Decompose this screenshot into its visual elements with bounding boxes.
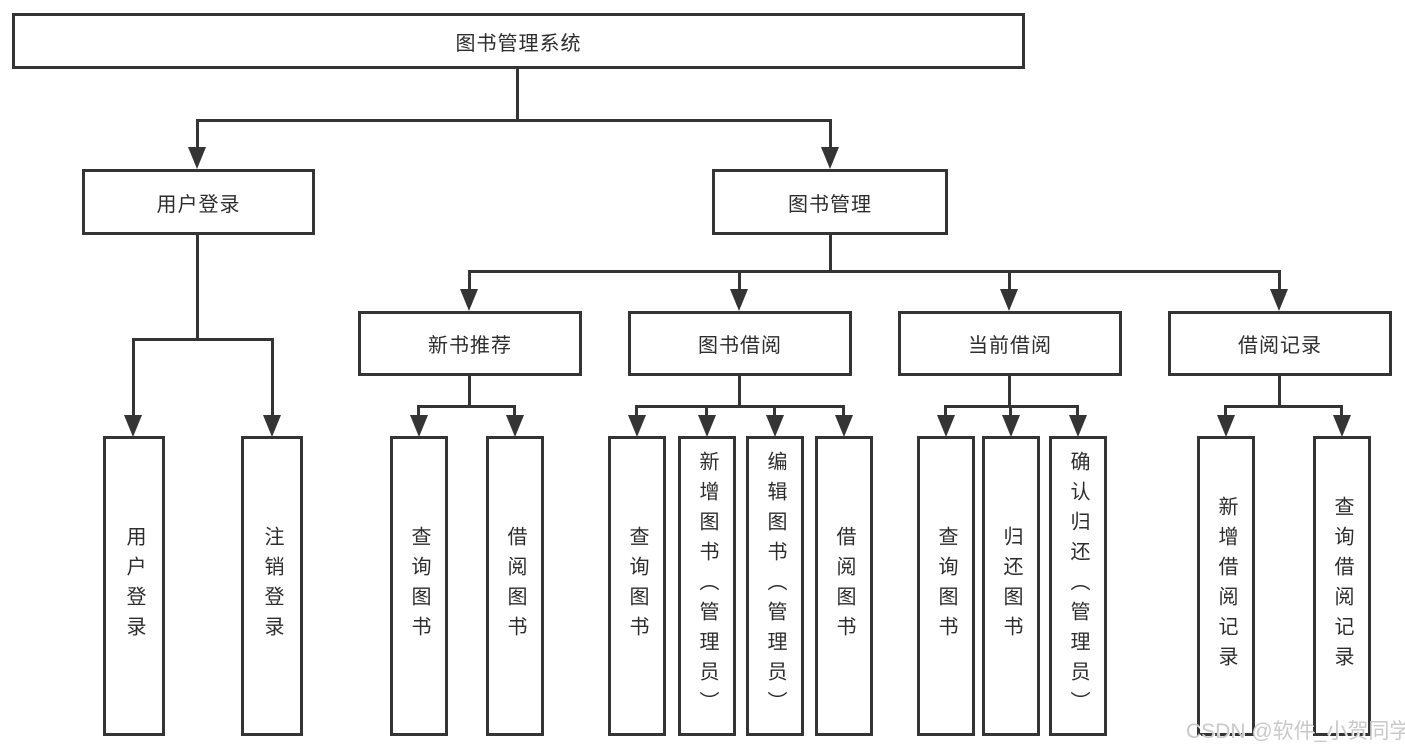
arrow-head	[1217, 415, 1235, 437]
leaf-confirm-return-admin: 确认归还（管理员）	[1049, 436, 1107, 736]
connector-line	[738, 270, 741, 290]
csdn-watermark: CSDN @软件_小贺同学	[1186, 720, 1405, 743]
connector-line	[1076, 405, 1079, 417]
arrow-head	[1000, 289, 1018, 311]
connector-line	[635, 405, 845, 408]
connector-line	[132, 338, 135, 416]
connector-line	[738, 376, 741, 406]
arrow-head	[821, 147, 839, 169]
connector-line	[468, 270, 1281, 273]
leaf-return-book: 归还图书	[982, 436, 1040, 736]
node-book-management: 图书管理	[712, 169, 948, 235]
leaf-user-login: 用户登录	[103, 436, 165, 736]
connector-line	[842, 405, 845, 417]
arrow-head	[460, 289, 478, 311]
leaf-edit-book-admin: 编辑图书（管理员）	[746, 436, 804, 736]
leaf-query-book: 查询图书	[608, 436, 666, 736]
connector-line	[468, 376, 471, 406]
arrow-head	[188, 147, 206, 169]
leaf-borrow-book: 借阅图书	[815, 436, 873, 736]
connector-line	[516, 69, 519, 120]
connector-line	[417, 405, 420, 417]
connector-line	[196, 235, 199, 340]
node-root-library-system: 图书管理系统	[12, 13, 1025, 69]
arrow-head	[698, 415, 716, 437]
connector-line	[468, 270, 471, 290]
leaf-query-book: 查询图书	[917, 436, 975, 736]
connector-line	[1224, 405, 1227, 417]
connector-line	[944, 405, 947, 417]
node-new-book-recommend: 新书推荐	[358, 311, 582, 376]
leaf-query-book: 查询图书	[390, 436, 448, 736]
connector-line	[196, 119, 832, 122]
arrow-head	[506, 415, 524, 437]
connector-line	[1278, 376, 1281, 406]
connector-line	[513, 405, 516, 417]
connector-line	[1224, 405, 1343, 408]
leaf-add-borrow-record: 新增借阅记录	[1197, 436, 1255, 736]
connector-line	[1008, 376, 1011, 406]
node-user-login: 用户登录	[82, 169, 315, 235]
leaf-borrow-book: 借阅图书	[486, 436, 544, 736]
connector-line	[1008, 270, 1011, 290]
node-current-borrow: 当前借阅	[898, 311, 1122, 376]
connector-line	[635, 405, 638, 417]
connector-line	[829, 235, 832, 272]
arrow-head	[1333, 415, 1351, 437]
connector-line	[271, 338, 274, 416]
connector-line	[196, 119, 199, 149]
arrow-head	[766, 415, 784, 437]
leaf-query-borrow-record: 查询借阅记录	[1313, 436, 1371, 736]
connector-line	[1278, 270, 1281, 290]
node-borrow-records: 借阅记录	[1168, 311, 1392, 376]
arrow-head	[1069, 415, 1087, 437]
arrow-head	[730, 289, 748, 311]
arrow-head	[835, 415, 853, 437]
arrow-head	[263, 415, 281, 437]
arrow-head	[1002, 415, 1020, 437]
connector-line	[705, 405, 708, 417]
leaf-add-book-admin: 新增图书（管理员）	[678, 436, 736, 736]
arrow-head	[410, 415, 428, 437]
arrow-head	[937, 415, 955, 437]
leaf-logout: 注销登录	[241, 436, 303, 736]
node-book-borrow: 图书借阅	[628, 311, 852, 376]
connector-line	[132, 338, 274, 341]
arrow-head	[124, 415, 142, 437]
arrow-head	[628, 415, 646, 437]
connector-line	[773, 405, 776, 417]
connector-line	[417, 405, 516, 408]
connector-line	[1340, 405, 1343, 417]
connector-line	[829, 119, 832, 149]
arrow-head	[1270, 289, 1288, 311]
connector-line	[1009, 405, 1012, 417]
